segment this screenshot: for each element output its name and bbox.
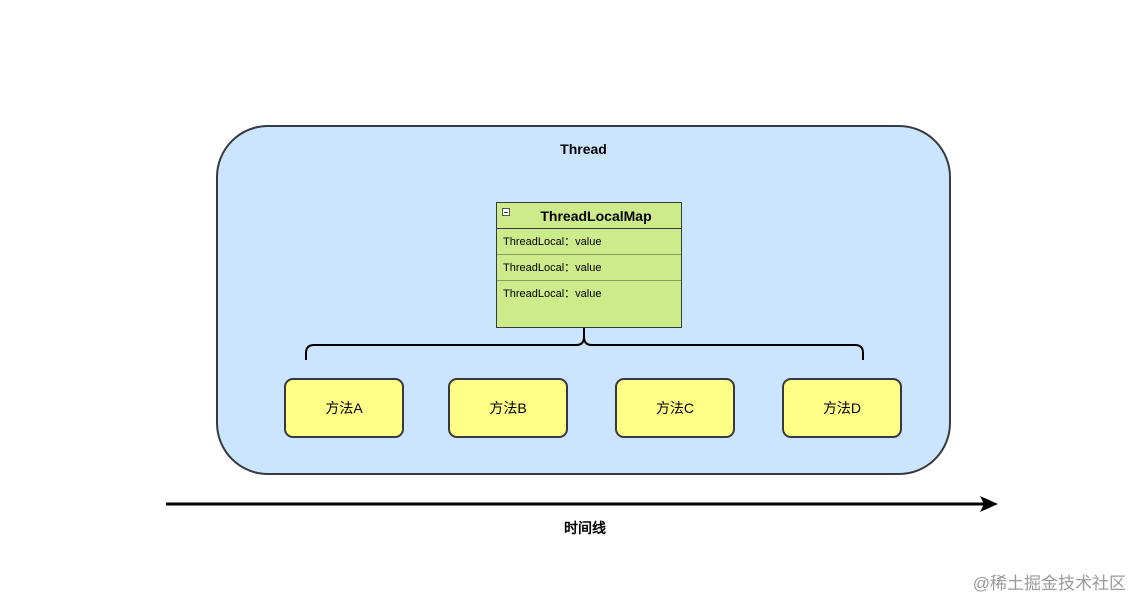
method-box-b: 方法B <box>448 378 568 438</box>
watermark: @稀土掘金技术社区 <box>972 574 1126 593</box>
map-entry-row: ThreadLocal：value <box>497 255 681 281</box>
curly-brace <box>305 328 864 360</box>
timeline-arrowhead <box>980 496 998 512</box>
collapse-icon[interactable] <box>502 208 510 216</box>
map-entry-row: ThreadLocal：value <box>497 229 681 255</box>
method-box-a: 方法A <box>284 378 404 438</box>
method-box-d: 方法D <box>782 378 902 438</box>
map-entry-row: ThreadLocal：value <box>503 288 602 300</box>
timeline-label: 时间线 <box>564 520 606 536</box>
method-box-c: 方法C <box>615 378 735 438</box>
thread-local-map-title: ThreadLocalMap <box>540 208 652 224</box>
thread-local-map-header: ThreadLocalMap <box>497 203 681 229</box>
thread-title: Thread <box>560 141 607 157</box>
thread-local-map: ThreadLocalMap ThreadLocal：value ThreadL… <box>496 202 682 328</box>
